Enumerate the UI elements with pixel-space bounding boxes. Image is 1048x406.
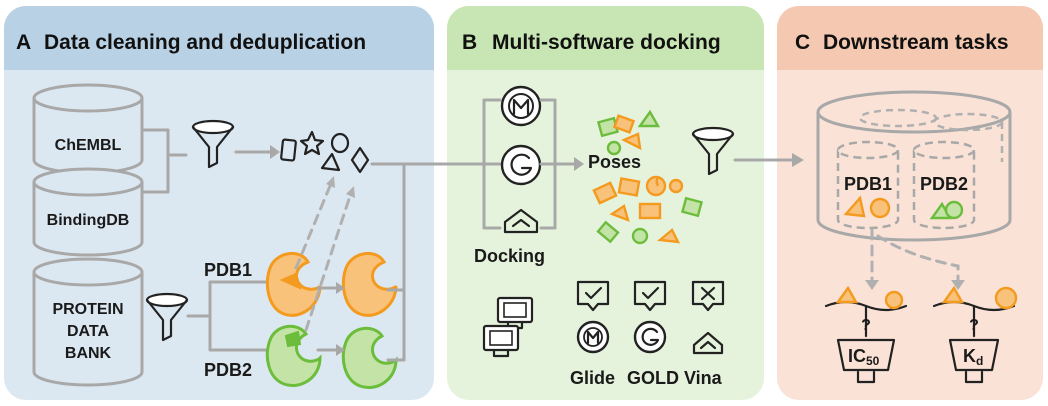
downstream-pdb2-ligand-icon xyxy=(929,200,964,220)
arrow-b-to-c xyxy=(733,153,804,167)
dashed-arrow-to-kd xyxy=(876,234,965,290)
chembl-bindingdb-connector xyxy=(140,128,170,194)
dashed-arrow-to-ic50 xyxy=(865,228,879,290)
kd-balance-icon xyxy=(932,285,1018,384)
pdb2-label: PDB2 xyxy=(204,360,252,380)
poses-cluster-icon xyxy=(592,109,704,245)
dashed-arrow-ligand-pdb2 xyxy=(304,186,355,332)
glide-logo-icon xyxy=(500,85,542,127)
panel-c-title: Downstream tasks xyxy=(823,31,1009,54)
protein-complex-green-icon xyxy=(265,324,322,387)
software-gold-label: GOLD xyxy=(627,368,679,388)
panel-b-title: Multi-software docking xyxy=(492,31,721,54)
connector-pdb1-merge xyxy=(370,162,406,292)
software-glide-label: Glide xyxy=(570,368,615,388)
protein-apo-green-icon xyxy=(341,326,398,389)
protein-complex-orange-icon xyxy=(265,252,322,317)
downstream-pdb1-ligand-icon xyxy=(843,195,891,219)
panel-a-letter: A xyxy=(16,31,31,54)
connector-pdb1 xyxy=(186,280,272,318)
protein-apo-orange-icon xyxy=(341,252,398,317)
bindingdb-database-icon xyxy=(32,167,144,257)
kd-main: K xyxy=(963,346,976,366)
docking-label: Docking xyxy=(474,246,545,266)
ic50-main: IC xyxy=(848,346,866,366)
arrow-complex-to-apo-green xyxy=(316,344,345,356)
ic50-balance-icon xyxy=(824,285,908,384)
chembl-label: ChEMBL xyxy=(55,137,122,154)
ic50-label: IC50 xyxy=(848,346,880,368)
pdb-label-line2: DATA xyxy=(67,323,110,340)
panel-c-letter: C xyxy=(795,31,810,54)
ic50-question-mark: ? xyxy=(861,317,871,334)
funnel-icon-poses xyxy=(691,126,735,176)
gold-check-badge-icon xyxy=(633,280,667,354)
arrow-complex-to-apo-orange xyxy=(316,282,345,294)
kd-subscript: d xyxy=(976,354,983,368)
ic50-subscript: 50 xyxy=(866,354,880,368)
computers-icon xyxy=(482,296,534,358)
kd-question-mark: ? xyxy=(969,317,979,334)
pdb-database-icon xyxy=(32,257,144,387)
dashed-arrow-ligand-pdb1 xyxy=(294,176,335,270)
pdb-label-line3: BANK xyxy=(65,345,112,362)
panel-a-title: Data cleaning and deduplication xyxy=(44,31,366,54)
software-vina-label: Vina xyxy=(684,368,723,388)
funnel-icon-bottom xyxy=(145,292,189,342)
ligand-shapes-icon xyxy=(280,130,370,174)
arrow-docking-to-poses xyxy=(553,157,584,171)
funnel-icon-top xyxy=(191,119,235,169)
downstream-pdb2-label: PDB2 xyxy=(920,174,968,194)
pdb-label-line1: PROTEIN xyxy=(52,301,123,318)
bindingdb-label: BindingDB xyxy=(47,212,130,229)
vina-cross-badge-icon xyxy=(691,280,725,355)
arrow-funnel-to-molecules xyxy=(234,145,280,159)
connector-pdb2 xyxy=(208,314,272,352)
pdb1-label: PDB1 xyxy=(204,260,252,280)
glide-check-badge-icon xyxy=(576,280,610,354)
vina-logo-icon xyxy=(503,208,539,234)
poses-label: Poses xyxy=(588,152,641,172)
connector-pdb2-merge xyxy=(386,288,406,362)
downstream-pdb1-label: PDB1 xyxy=(844,174,892,194)
docking-branch-connector xyxy=(472,98,502,230)
kd-label: Kd xyxy=(963,346,983,368)
gold-logo-icon xyxy=(500,144,542,186)
panel-b-letter: B xyxy=(462,31,477,54)
downstream-database-icon xyxy=(816,90,1012,242)
chembl-database-icon xyxy=(32,83,144,175)
